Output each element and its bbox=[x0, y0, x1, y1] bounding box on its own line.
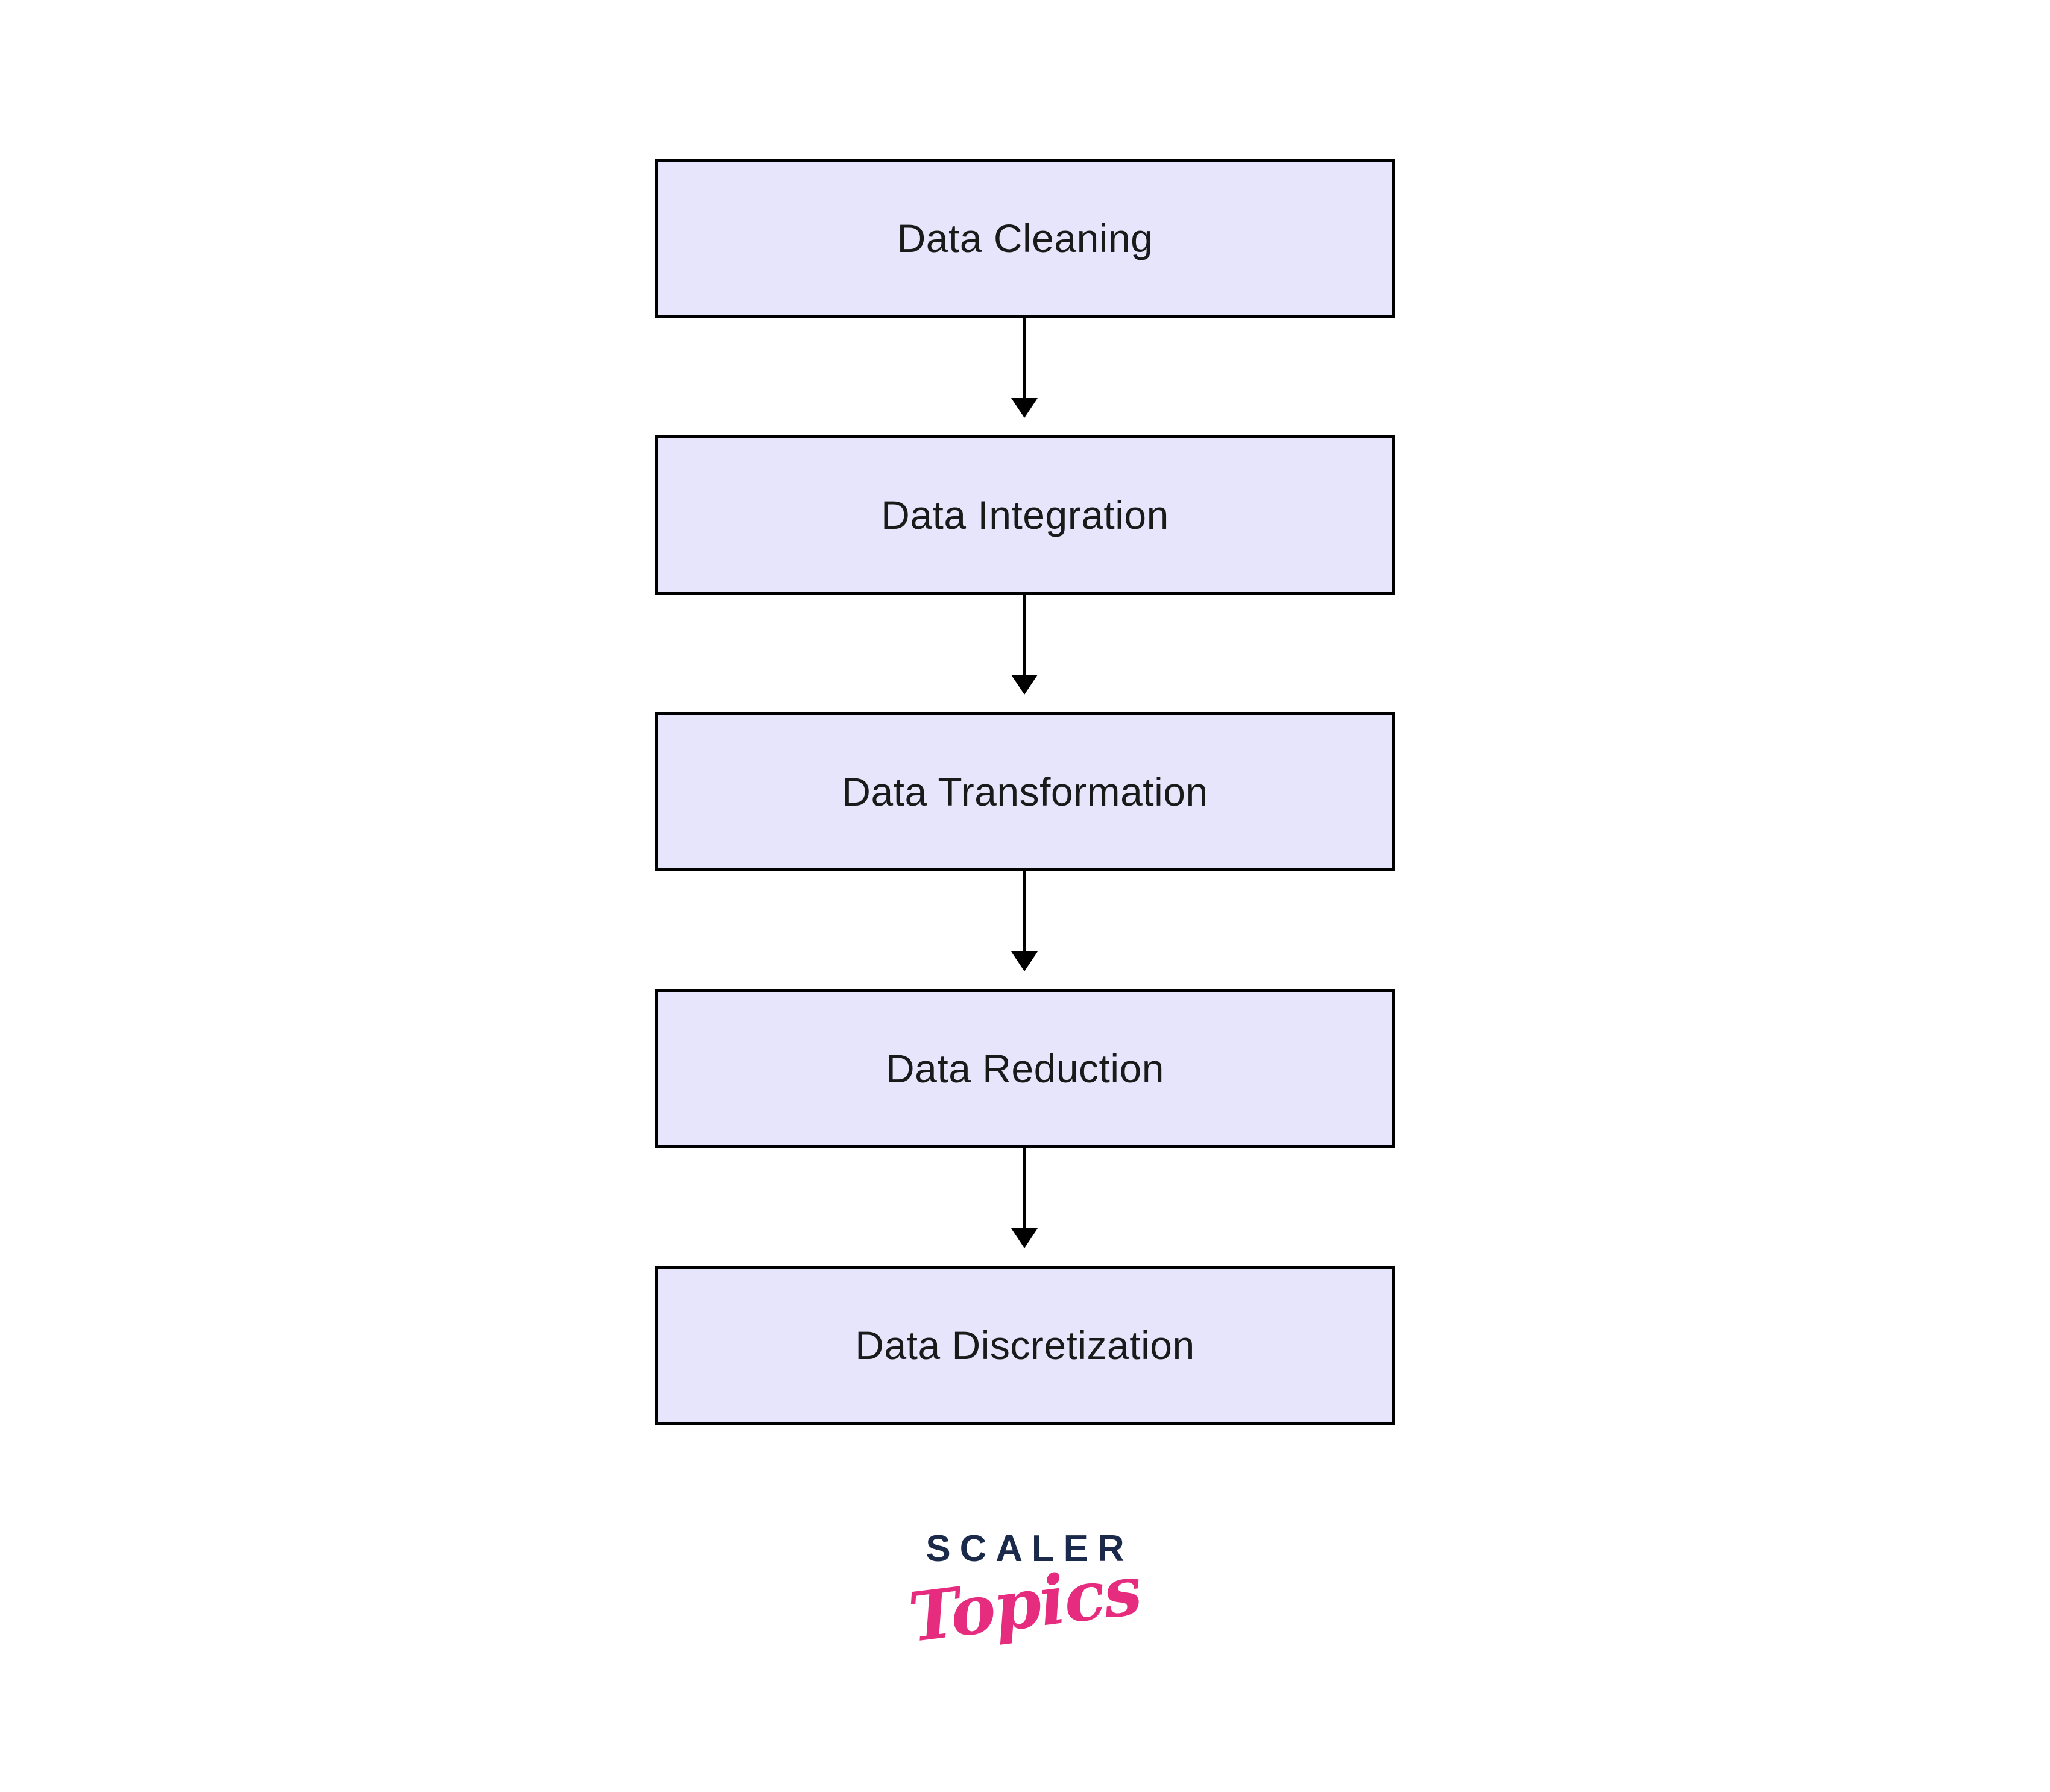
scaler-topics-logo: SCALER Topics bbox=[724, 1528, 1326, 1658]
flow-step-data-transformation: Data Transformation bbox=[655, 712, 1395, 871]
arrow-stem bbox=[1023, 318, 1026, 398]
flow-step-label: Data Integration bbox=[881, 493, 1169, 537]
flow-step-label: Data Cleaning bbox=[897, 216, 1153, 260]
flow-step-label: Data Discretization bbox=[855, 1323, 1195, 1368]
flow-step-data-cleaning: Data Cleaning bbox=[655, 159, 1395, 318]
flow-step-label: Data Reduction bbox=[886, 1046, 1164, 1091]
logo-sub-text: Topics bbox=[904, 1551, 1146, 1658]
flow-step-label: Data Transformation bbox=[842, 769, 1208, 814]
arrow-stem bbox=[1023, 871, 1026, 951]
arrow-head bbox=[1011, 398, 1038, 418]
arrow-head bbox=[1011, 1228, 1038, 1248]
arrow-head bbox=[1011, 675, 1038, 695]
arrow-down-icon bbox=[1011, 871, 1038, 971]
arrow-stem bbox=[1023, 595, 1026, 675]
arrow-down-icon bbox=[1011, 318, 1038, 418]
flow-step-data-integration: Data Integration bbox=[655, 435, 1395, 595]
logo-brand-text: SCALER bbox=[926, 1528, 1134, 1570]
flow-step-data-discretization: Data Discretization bbox=[655, 1266, 1395, 1425]
arrow-head bbox=[1011, 951, 1038, 971]
flow-step-data-reduction: Data Reduction bbox=[655, 989, 1395, 1148]
arrow-stem bbox=[1023, 1148, 1026, 1228]
arrow-down-icon bbox=[1011, 595, 1038, 695]
arrow-down-icon bbox=[1011, 1148, 1038, 1248]
